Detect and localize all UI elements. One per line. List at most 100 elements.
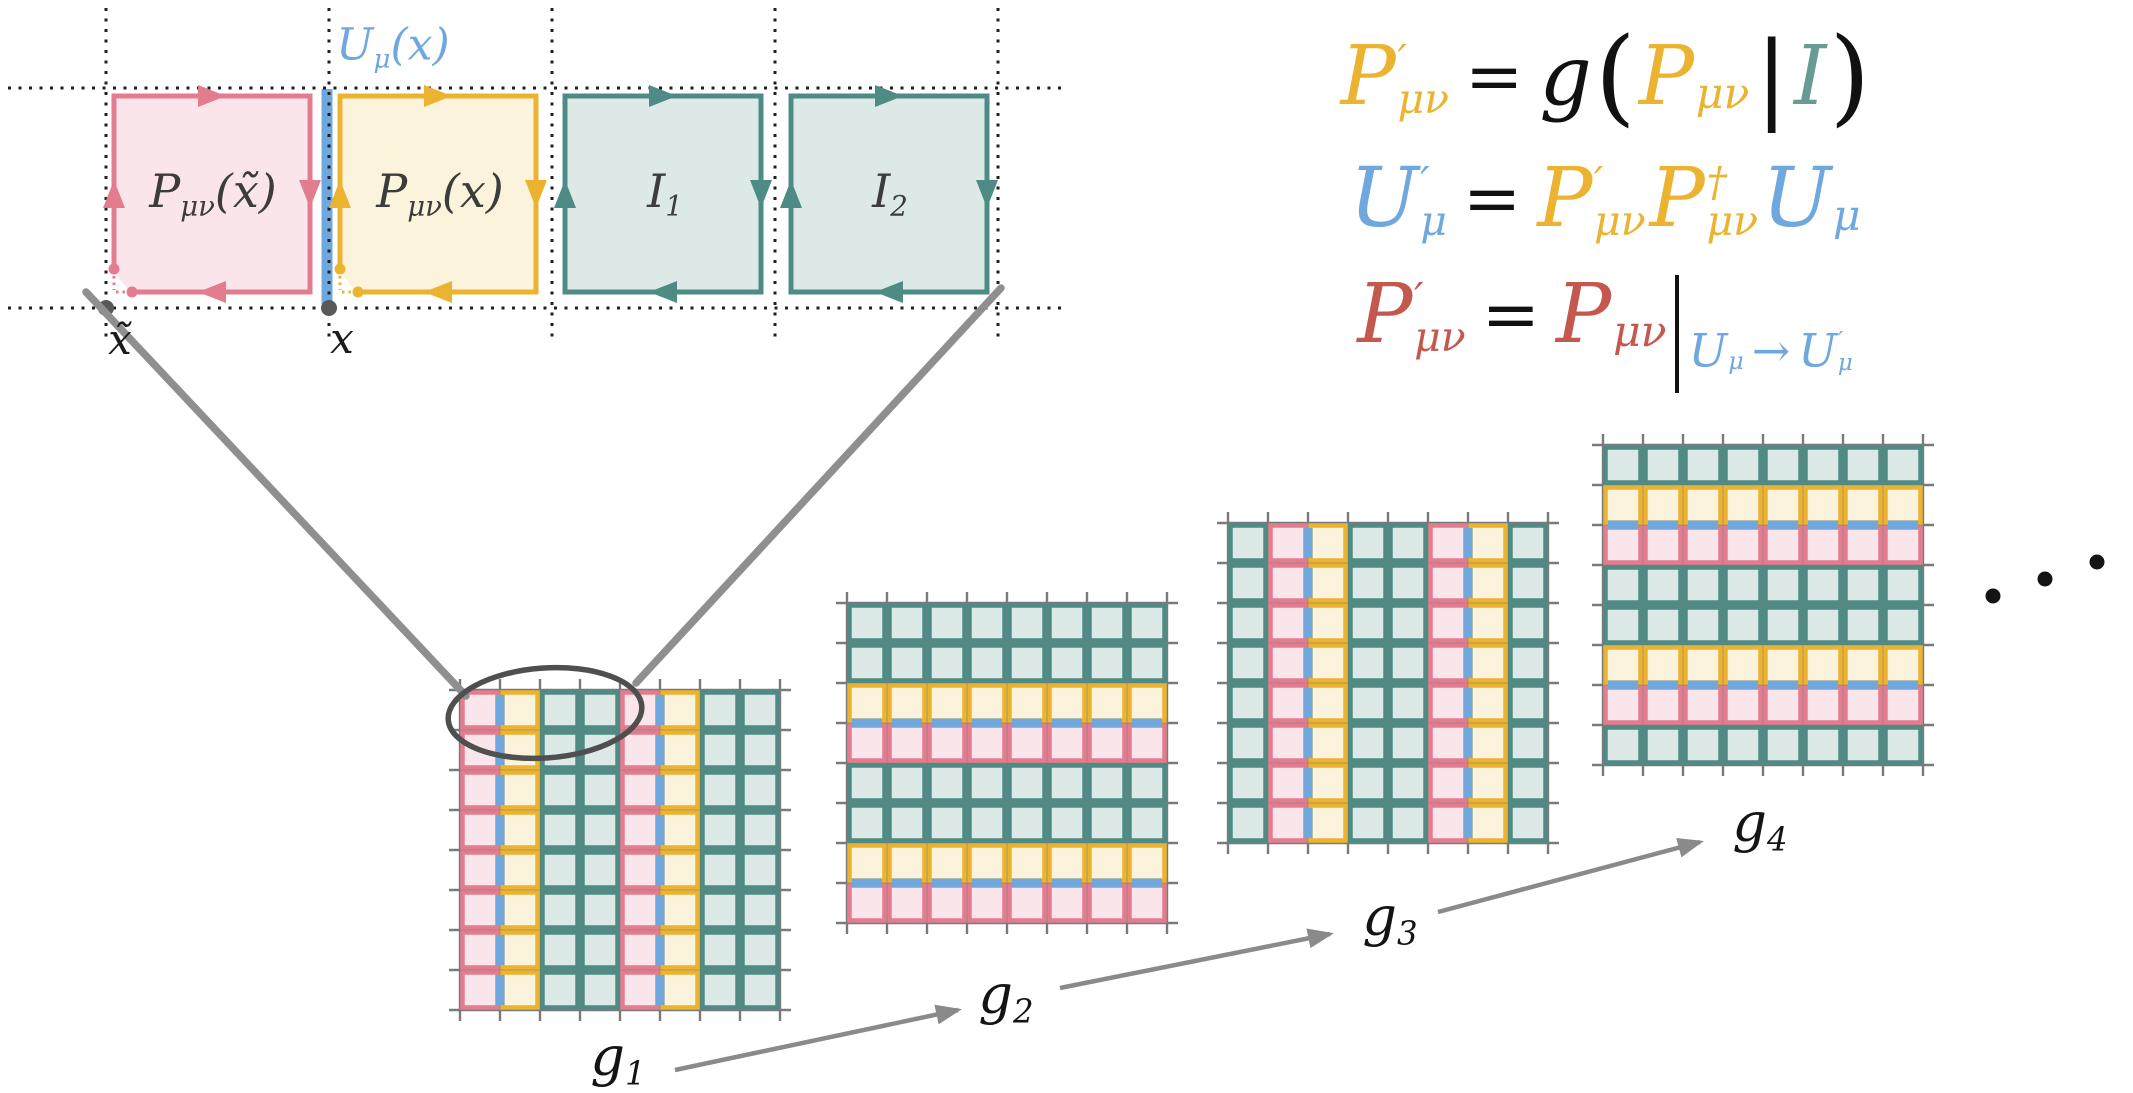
plaquette-cell-T <box>700 850 740 890</box>
masked-link <box>495 775 505 805</box>
plaquette-cell-T <box>847 603 887 643</box>
plaquette-cell-T <box>1127 763 1167 803</box>
plaquette-cell-P <box>460 770 500 810</box>
masked-link <box>1463 768 1473 798</box>
masked-link <box>495 895 505 925</box>
plaquette-cell-T <box>1643 605 1683 645</box>
plaquette-cell-P <box>1087 723 1127 763</box>
plaquette-cell-T <box>1047 643 1087 683</box>
plaquette-cell-P <box>1007 723 1047 763</box>
plaquette-cell-P <box>1843 525 1883 565</box>
plaquette-cell-T <box>1087 643 1127 683</box>
plaquette-cell-T <box>1883 565 1923 605</box>
plaquette-cell-T <box>740 970 780 1010</box>
plaquette-cell-Y <box>1308 603 1348 643</box>
plaquette-cell-P <box>1047 883 1087 923</box>
masked-link <box>932 878 962 888</box>
plaquette-cell-P <box>620 890 660 930</box>
plaquette-cell-Y <box>660 890 700 930</box>
plaquette-P-tilde-start-dot <box>108 263 120 275</box>
plaquette-I1 <box>562 93 764 295</box>
continuation-dot-2 <box>2037 571 2053 587</box>
plaquette-cell-T <box>540 770 580 810</box>
masked-link <box>1888 680 1918 690</box>
plaquette-cell-P <box>620 730 660 770</box>
masked-link <box>655 775 665 805</box>
plaquette-cell-T <box>1388 683 1428 723</box>
masked-link <box>495 735 505 765</box>
plaquette-cell-T <box>1348 723 1388 763</box>
plaquette-cell-Y <box>660 970 700 1010</box>
flow-arrow-1 <box>674 1004 962 1073</box>
continuation-dot-1 <box>1985 588 2001 604</box>
plaquette-cell-T <box>540 930 580 970</box>
plaquette-cell-T <box>1803 725 1843 765</box>
plaquette-cell-Y <box>1468 563 1508 603</box>
plaquette-cell-T <box>1603 565 1643 605</box>
plaquette-cell-Y <box>1723 485 1763 525</box>
plaquette-cell-T <box>540 970 580 1010</box>
plaquette-cell-P <box>1268 803 1308 843</box>
plaquette-cell-T <box>1388 723 1428 763</box>
plaquette-cell-Y <box>1603 645 1643 685</box>
plaquette-cell-Y <box>1127 683 1167 723</box>
plaquette-cell-Y <box>500 930 540 970</box>
plaquette-cell-Y <box>500 770 540 810</box>
plaquette-cell-T <box>1683 605 1723 645</box>
plaquette-cell-Y <box>660 850 700 890</box>
plaquette-cell-T <box>967 803 1007 843</box>
masked-lattice-g1 <box>449 679 791 1021</box>
plaquette-cell-T <box>1228 563 1268 603</box>
plaquette-cell-T <box>1508 763 1548 803</box>
plaquette-cell-T <box>1007 763 1047 803</box>
plaquette-cell-T <box>1723 605 1763 645</box>
plaquette-cell-T <box>1683 445 1723 485</box>
plaquette-cell-P <box>1603 685 1643 725</box>
plaquette-cell-T <box>740 730 780 770</box>
plaquette-cell-Y <box>1723 645 1763 685</box>
masked-lattice-g2 <box>836 592 1178 934</box>
plaquette-cell-T <box>580 890 620 930</box>
plaquette-cell-T <box>1643 725 1683 765</box>
masked-link <box>1728 520 1758 530</box>
plaquette-cell-Y <box>1007 843 1047 883</box>
plaquette-cell-T <box>1683 725 1723 765</box>
plaquette-cell-P <box>1683 525 1723 565</box>
plaquette-cell-T <box>1763 565 1803 605</box>
plaquette-cell-T <box>740 850 780 890</box>
plaquette-I1-arrow-r <box>649 85 677 107</box>
plaquette-cell-T <box>1007 803 1047 843</box>
plaquette-cell-P <box>1428 683 1468 723</box>
plaquette-cell-T <box>1047 803 1087 843</box>
plaquette-cell-T <box>1723 725 1763 765</box>
plaquette-cell-P <box>1883 525 1923 565</box>
plaquette-cell-T <box>580 930 620 970</box>
plaquette-cell-T <box>1388 643 1428 683</box>
plaquette-cell-T <box>1388 803 1428 843</box>
plaquette-cell-T <box>847 763 887 803</box>
magnifier-line-0 <box>82 288 470 700</box>
lattice-site-x <box>321 300 337 316</box>
plaquette-cell-T <box>740 690 780 730</box>
continuation-dot-3 <box>2089 554 2105 570</box>
masked-link <box>892 718 922 728</box>
plaquette-cell-P <box>1643 525 1683 565</box>
plaquette-cell-T <box>1228 803 1268 843</box>
plaquette-cell-T <box>1228 723 1268 763</box>
plaquette-cell-T <box>1843 445 1883 485</box>
plaquette-cell-Y <box>1763 485 1803 525</box>
plaquette-cell-P <box>460 890 500 930</box>
link-U-mu-band <box>321 89 333 304</box>
plaquette-cell-T <box>1127 803 1167 843</box>
plaquette-cell-T <box>1228 523 1268 563</box>
masked-link <box>655 895 665 925</box>
plaquette-cell-Y <box>1683 645 1723 685</box>
plaquette-cell-T <box>580 810 620 850</box>
plaquette-cell-P <box>1883 685 1923 725</box>
plaquette-cell-T <box>700 690 740 730</box>
plaquette-cell-Y <box>1087 843 1127 883</box>
plaquette-cell-P <box>620 850 660 890</box>
plaquette-cell-T <box>1348 523 1388 563</box>
plaquette-cell-T <box>1388 523 1428 563</box>
